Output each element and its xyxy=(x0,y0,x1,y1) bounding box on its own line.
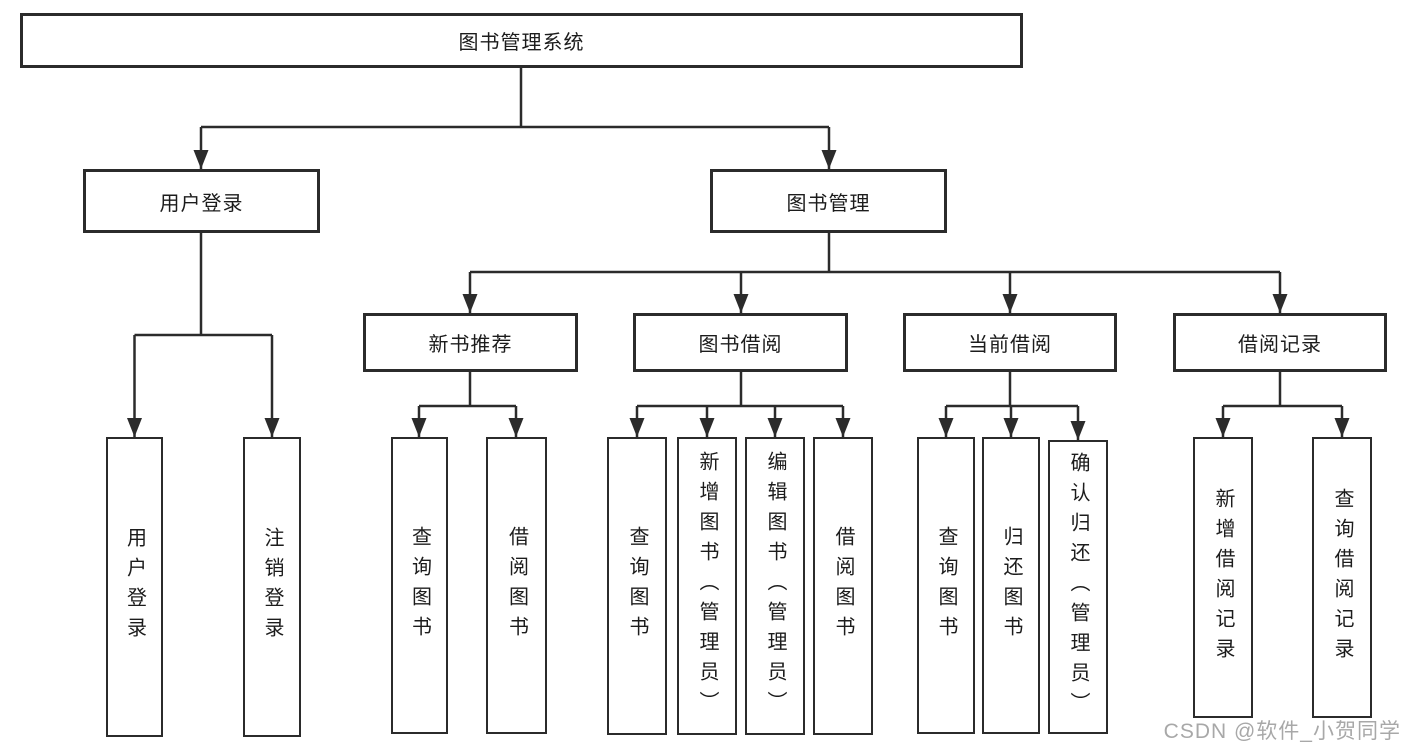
csdn-watermark: CSDN @软件_小贺同学 xyxy=(1163,720,1401,743)
leaf-user-login: 用户登录 xyxy=(106,437,163,737)
leaf-query-book-current: 查询图书 xyxy=(917,437,975,734)
leaf-query-book-borrowing: 查询图书 xyxy=(607,437,667,735)
node-book-borrowing: 图书借阅 xyxy=(633,313,848,372)
leaf-add-borrow-record: 新增借阅记录 xyxy=(1193,437,1253,718)
leaf-edit-book-admin: 编辑图书（管理员） xyxy=(745,437,805,735)
leaf-confirm-return-admin: 确认归还（管理员） xyxy=(1048,440,1108,734)
leaf-query-book-newbook: 查询图书 xyxy=(391,437,448,734)
leaf-query-borrow-record: 查询借阅记录 xyxy=(1312,437,1372,718)
leaf-logout: 注销登录 xyxy=(243,437,301,737)
node-borrowing-records: 借阅记录 xyxy=(1173,313,1387,372)
leaf-add-book-admin: 新增图书（管理员） xyxy=(677,437,737,735)
leaf-borrow-book-borrowing: 借阅图书 xyxy=(813,437,873,735)
node-user-login: 用户登录 xyxy=(83,169,320,233)
node-new-book-recommendation: 新书推荐 xyxy=(363,313,578,372)
node-root: 图书管理系统 xyxy=(20,13,1023,68)
leaf-return-book: 归还图书 xyxy=(982,437,1040,734)
node-current-borrowing: 当前借阅 xyxy=(903,313,1117,372)
leaf-borrow-book-newbook: 借阅图书 xyxy=(486,437,547,734)
node-book-management: 图书管理 xyxy=(710,169,947,233)
